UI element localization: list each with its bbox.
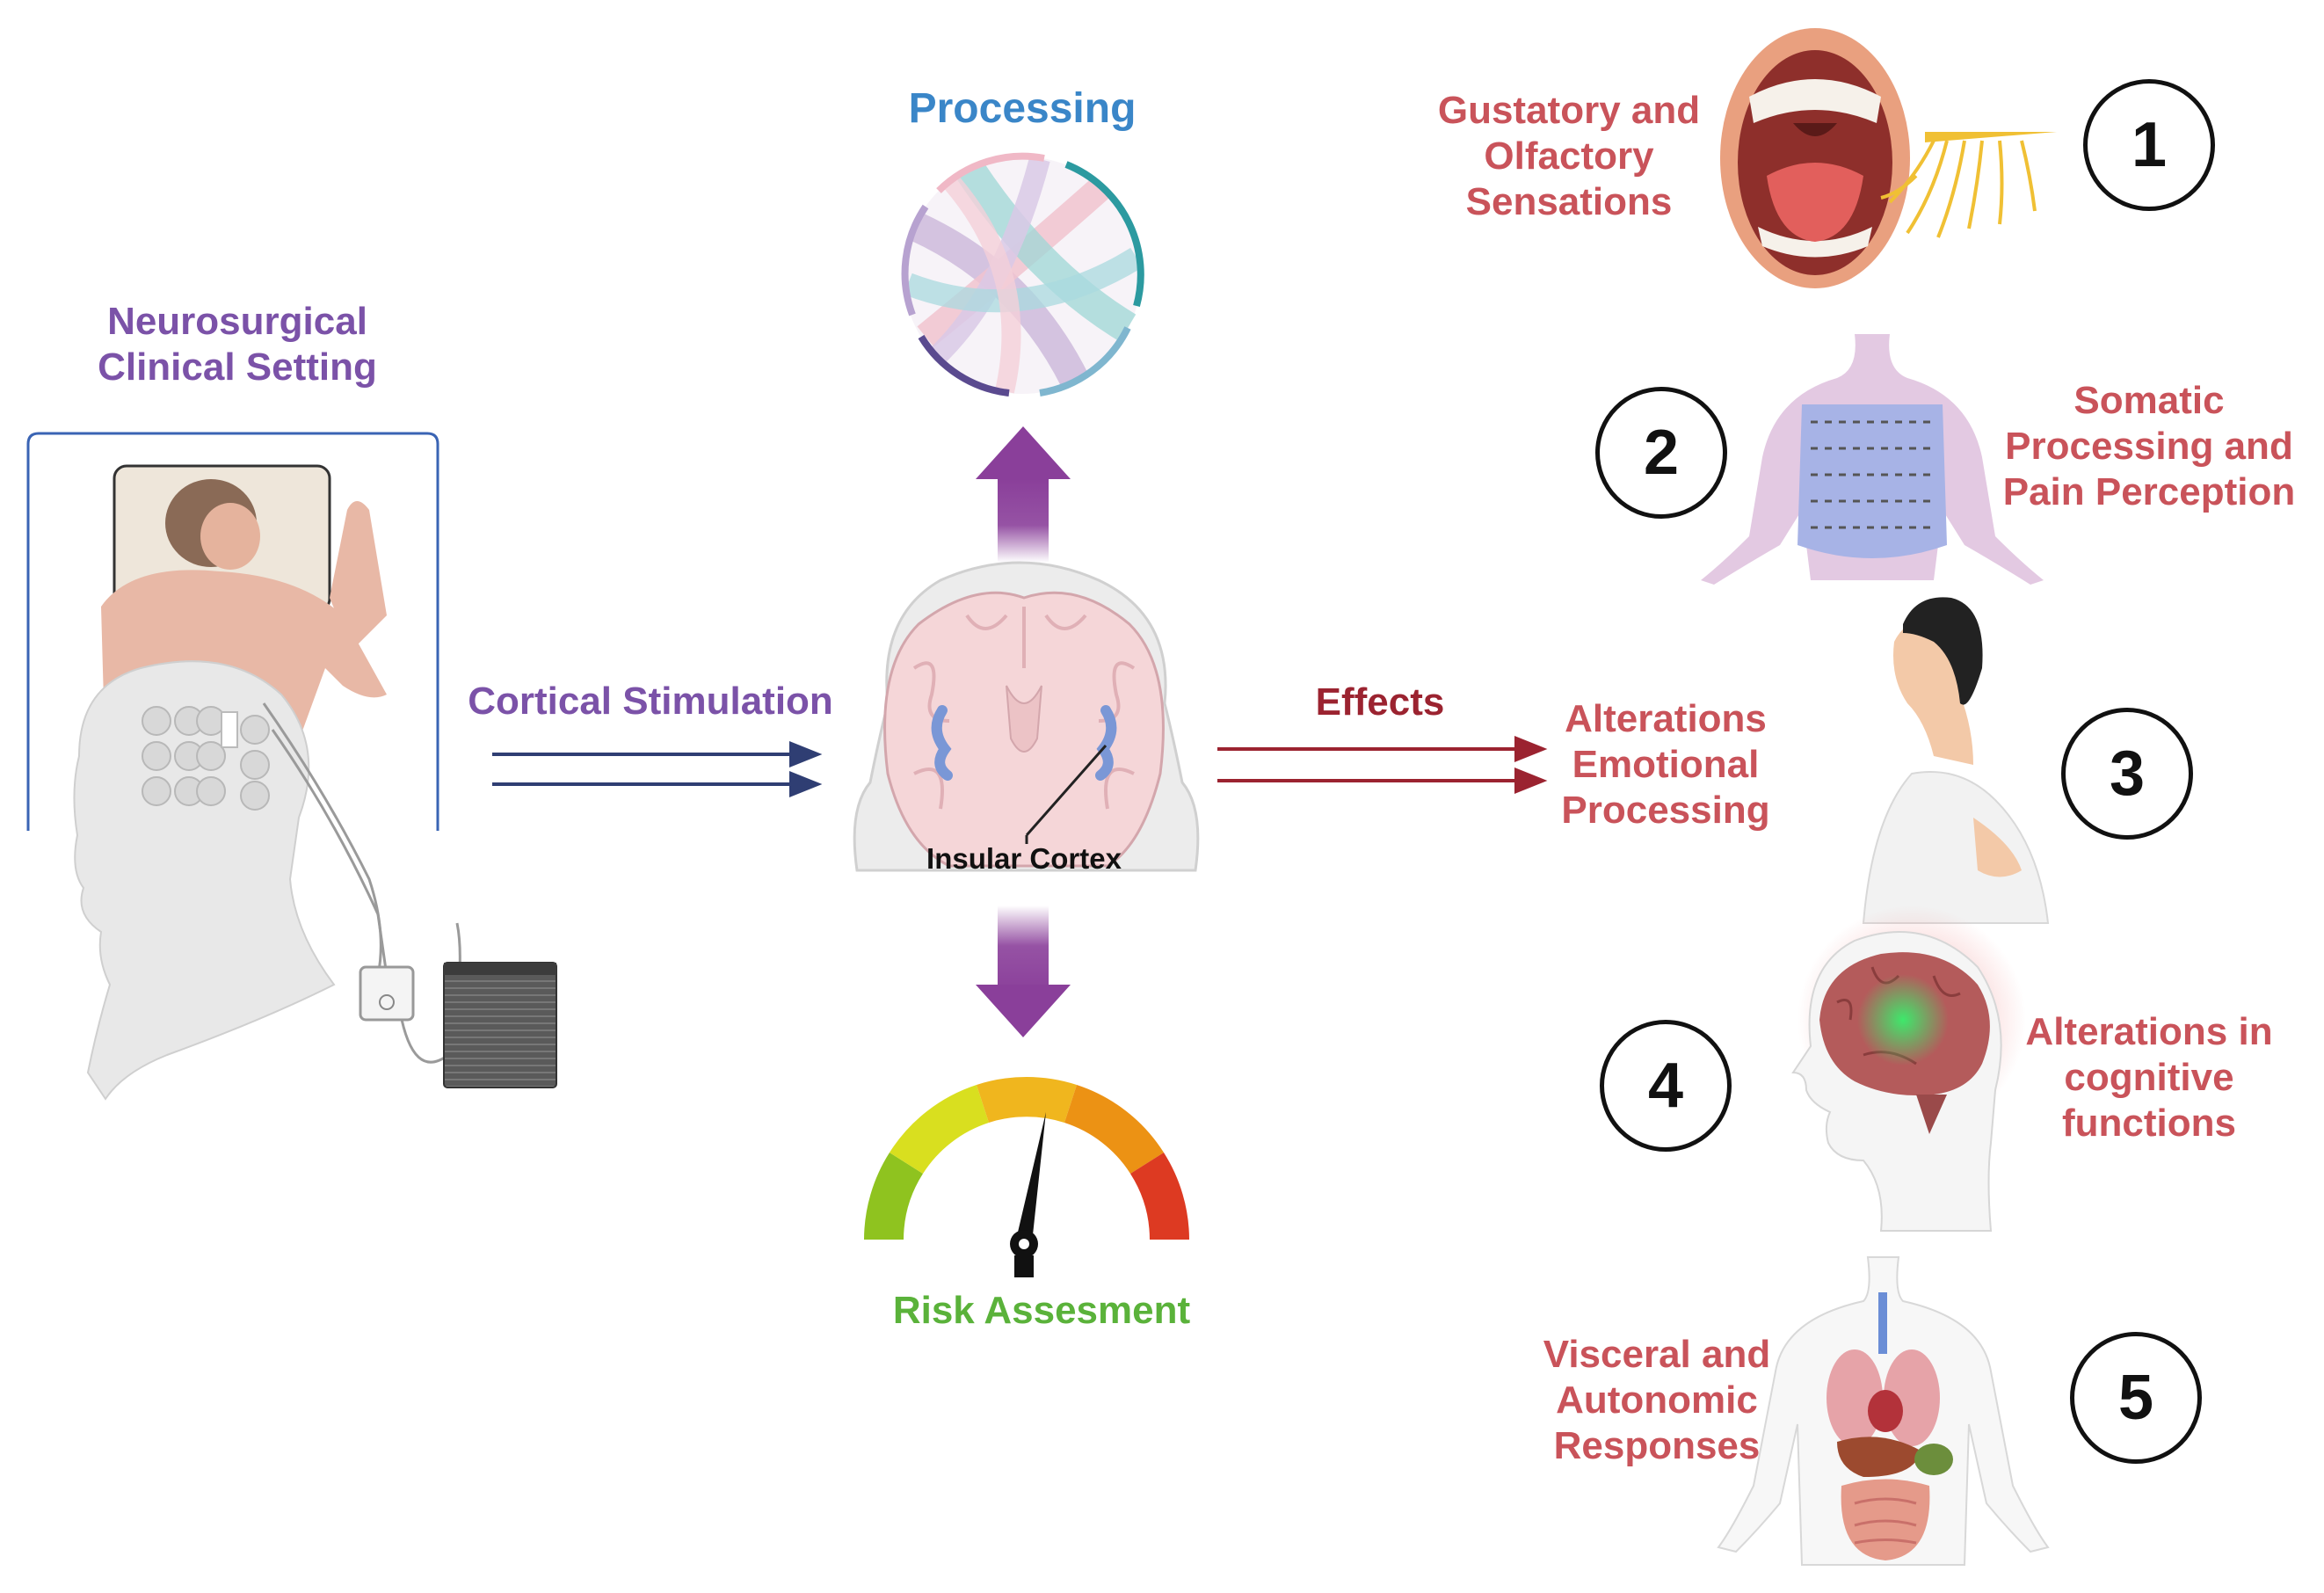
effect-5-line-2: Autonomic: [1556, 1378, 1758, 1422]
effect-2-line-2: Processing and: [2005, 424, 2293, 468]
effect-5-line-1: Visceral and: [1543, 1333, 1771, 1376]
person-illustration: [1862, 597, 2050, 924]
effect-2-number-badge: 2: [1595, 387, 1727, 519]
effect-3-number-badge: 3: [2061, 708, 2193, 840]
processing-label: Processing: [908, 85, 1137, 132]
effects-label: Effects: [1315, 680, 1445, 724]
risk-gauge: [864, 1077, 1189, 1277]
stimulation-arrows: [492, 741, 823, 797]
effect-1-line-1: Gustatory and: [1437, 89, 1701, 132]
effect-5-line-3: Responses: [1553, 1423, 1761, 1467]
effect-1-label: Gustatory and Olfactory Sensations: [1398, 88, 1740, 225]
risk-label: Risk Assesment: [892, 1289, 1191, 1332]
effect-4-number-badge: 4: [1600, 1020, 1732, 1152]
effects-arrows: [1217, 736, 1548, 794]
clinical-setting-illustration: [26, 432, 557, 1101]
effect-2-line-3: Pain Perception: [2002, 469, 2296, 513]
brain-coronal-section: [853, 561, 1200, 872]
effect-1-number-badge: 1: [2083, 79, 2215, 211]
effect-5-label: Visceral and Autonomic Responses: [1512, 1332, 1802, 1469]
effect-2-label: Somatic Processing and Pain Perception: [1978, 378, 2320, 515]
processing-chord-diagram: [901, 152, 1144, 396]
effect-5-number-badge: 5: [2070, 1332, 2202, 1464]
effect-4-line-2: cognitive: [2064, 1055, 2234, 1099]
up-arrow: [976, 426, 1071, 563]
effect-4-line-1: Alterations in: [2025, 1010, 2273, 1053]
setting-title-line-1: Neurosurgical: [107, 300, 367, 343]
setting-title: Neurosurgical Clinical Setting: [88, 299, 387, 390]
mouth-illustration: [1720, 28, 2057, 288]
effect-1-line-2: Olfactory: [1484, 134, 1654, 178]
down-arrow: [976, 906, 1071, 1037]
torso-illustration: [1701, 334, 2044, 585]
effect-3-line-1: Alterations: [1565, 697, 1767, 740]
effect-4-line-3: functions: [2062, 1101, 2236, 1145]
effect-2-line-1: Somatic: [2073, 379, 2225, 422]
body-organs-illustration: [1717, 1256, 2050, 1566]
effect-3-line-2: Emotional: [1572, 742, 1760, 786]
effect-4-label: Alterations in cognitive functions: [1995, 1009, 2303, 1146]
effect-3-line-3: Processing: [1561, 788, 1770, 832]
setting-title-line-2: Clinical Setting: [98, 345, 377, 389]
effect-1-line-3: Sensations: [1465, 179, 1673, 223]
effect-3-label: Alterations Emotional Processing: [1529, 696, 1802, 833]
stimulation-label: Cortical Stimulation: [468, 680, 833, 723]
brain-head-illustration: [1791, 906, 2026, 1232]
insular-cortex-label: Insular Cortex: [926, 842, 1122, 875]
